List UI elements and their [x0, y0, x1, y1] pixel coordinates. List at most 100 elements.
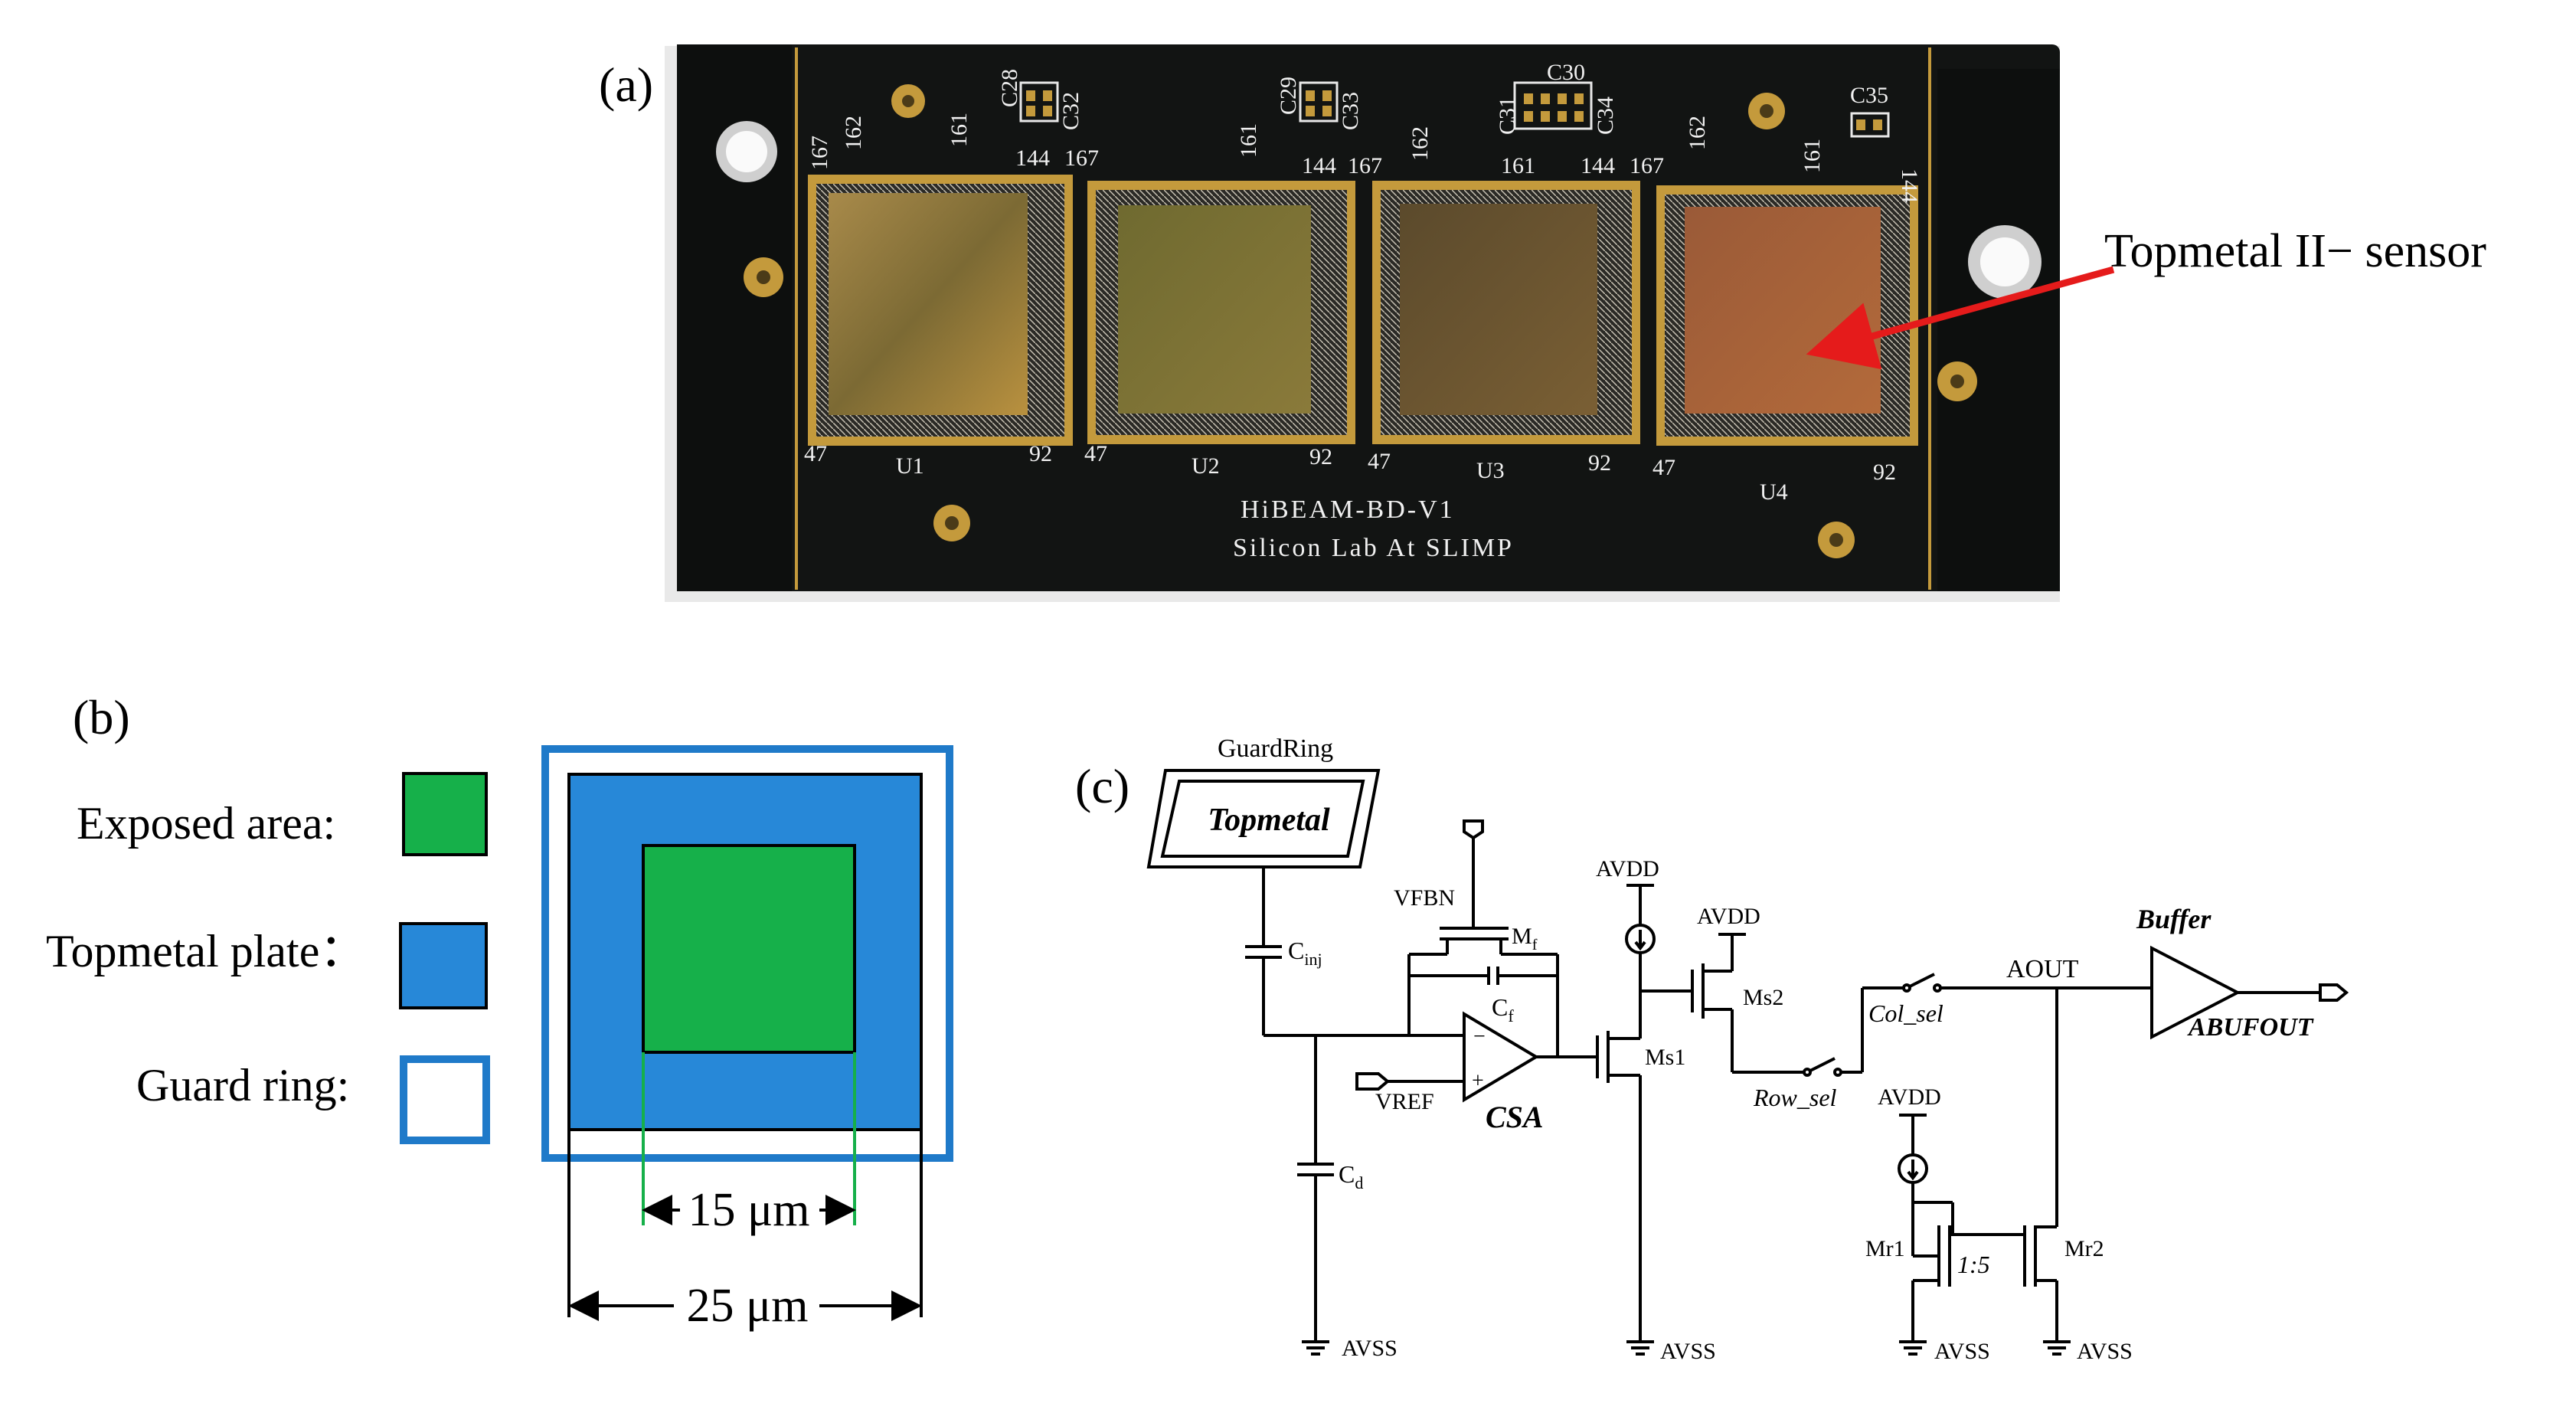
pin-label: 162 [1685, 116, 1710, 150]
avss-label: AVSS [1660, 1339, 1716, 1364]
col-sel-label: Col_sel [1868, 999, 1943, 1027]
topmetal-electrode [1146, 769, 1381, 868]
pin-label: 167 [1630, 153, 1664, 178]
chip-u3 [1372, 181, 1640, 444]
mf-label: Mf [1512, 924, 1538, 953]
csa-opamp [1463, 1011, 1539, 1103]
capacitor-footprint [1019, 81, 1890, 138]
buffer-label: Buffer [2136, 904, 2212, 934]
avss-label: AVSS [1934, 1339, 1990, 1364]
legend-guardring-label: Guard ring: [136, 1060, 349, 1110]
pin-label: 92 [1588, 450, 1611, 476]
cinj-label: Cinj [1288, 937, 1322, 969]
pin-label: 162 [841, 116, 866, 150]
legend-guardring-swatch [400, 1055, 490, 1144]
cap-label: C29 [1276, 77, 1301, 115]
mr2-label: Mr2 [2064, 1236, 2104, 1261]
pin-label: 92 [1873, 460, 1896, 485]
avdd-label: AVDD [1697, 904, 1760, 929]
gold-pad [891, 84, 925, 118]
buffer-amplifier [2150, 945, 2241, 1040]
avdd-label: AVDD [1596, 856, 1659, 881]
abufout-label: ABUFOUT [2187, 1013, 2314, 1042]
dim-inner-label: 15 μm [688, 1184, 810, 1236]
avss-label: AVSS [1342, 1336, 1398, 1361]
csa-label: CSA [1486, 1100, 1544, 1134]
mr1-label: Mr1 [1865, 1236, 1905, 1261]
pcb-photo: C28 C32 C29 C33 C30 C31 C34 C35 [665, 44, 2115, 602]
cap-label: C28 [997, 69, 1022, 107]
pin-label: 167 [1064, 146, 1099, 171]
chip-u4 [1656, 185, 1918, 446]
pin-label: 47 [1084, 441, 1107, 466]
chip-name: U3 [1476, 458, 1505, 483]
pin-label: 162 [1407, 126, 1433, 161]
gold-pad [933, 505, 970, 541]
cap-label: C35 [1850, 83, 1888, 108]
vref-label: VREF [1375, 1089, 1434, 1114]
pin-label: 47 [1652, 455, 1675, 480]
cf-label: Cf [1492, 993, 1514, 1025]
pin-label: 144 [1302, 153, 1336, 178]
chip-name: U2 [1192, 453, 1220, 479]
gold-pad [1748, 93, 1785, 129]
pin-label: 144 [1897, 168, 1922, 203]
pin-label: 161 [1501, 153, 1535, 178]
pin-label: 161 [1800, 139, 1825, 173]
panel-a-label: (a) [599, 57, 653, 112]
panel-b-label: (b) [73, 690, 130, 744]
cap-label: C33 [1338, 92, 1363, 130]
guardring-label: GuardRing [1218, 734, 1333, 763]
cap-label: C31 [1495, 96, 1520, 135]
pin-label: 167 [807, 136, 832, 170]
board-id-label: HiBEAM-BD-V1 [1241, 496, 1455, 524]
sensor-arrow [1806, 266, 2115, 370]
legend-exposed-label: Exposed area: [77, 798, 335, 849]
chip-name: U4 [1760, 479, 1788, 505]
gold-pad [744, 257, 783, 297]
vfbn-label: VFBN [1394, 885, 1455, 911]
pixel-circuit: GuardRing Topmetal Cinj Cd AVSS VREF − +… [1146, 734, 2349, 1364]
board-lab-label: Silicon Lab At SLIMP [1233, 534, 1514, 562]
mounting-hole-right [1968, 225, 2042, 299]
gold-pad [1937, 361, 1977, 401]
pin-label: 144 [1015, 146, 1050, 171]
sensor-annotation: Topmetal II− sensor [2104, 225, 2486, 277]
chip-u2 [1087, 181, 1355, 444]
legend-topmetal-label: Topmetal plate： [46, 926, 365, 976]
svg-text:+: + [1472, 1069, 1484, 1093]
pin-label: 161 [946, 113, 972, 147]
avdd-label: AVDD [1878, 1084, 1941, 1110]
chip-name: U1 [896, 453, 924, 479]
pin-label: 47 [804, 441, 827, 466]
topmetal-label: Topmetal [1208, 803, 1330, 838]
pin-label: 92 [1029, 441, 1052, 466]
legend-exposed-swatch [402, 772, 488, 856]
cap-label: C30 [1547, 60, 1585, 85]
cap-label: C32 [1058, 92, 1084, 130]
cap-label: C34 [1593, 96, 1618, 135]
gold-pad [1818, 522, 1855, 558]
row-sel-label: Row_sel [1753, 1084, 1837, 1111]
chip-u1 [808, 175, 1073, 446]
pin-label: 161 [1236, 123, 1261, 158]
aout-label: AOUT [2006, 955, 2079, 983]
mirror-ratio-label: 1:5 [1957, 1251, 1990, 1278]
pin-label: 167 [1348, 153, 1382, 178]
panel-c-label: (c) [1075, 759, 1129, 813]
pin-label: 47 [1368, 449, 1391, 474]
pixel-structure: 15 μm 25 μm [541, 745, 953, 1332]
avss-label: AVSS [2077, 1339, 2133, 1364]
cd-label: Cd [1339, 1160, 1363, 1192]
pin-label: 92 [1309, 444, 1332, 469]
exposed-area [642, 844, 856, 1054]
dim-outer-label: 25 μm [687, 1280, 809, 1332]
legend: Exposed area: Topmetal plate： Guard ring… [46, 772, 490, 1144]
svg-text:−: − [1473, 1025, 1486, 1048]
pin-label: 144 [1581, 153, 1615, 178]
legend-topmetal-swatch [399, 922, 488, 1009]
ms2-label: Ms2 [1743, 985, 1783, 1010]
mounting-hole-left [716, 121, 777, 182]
